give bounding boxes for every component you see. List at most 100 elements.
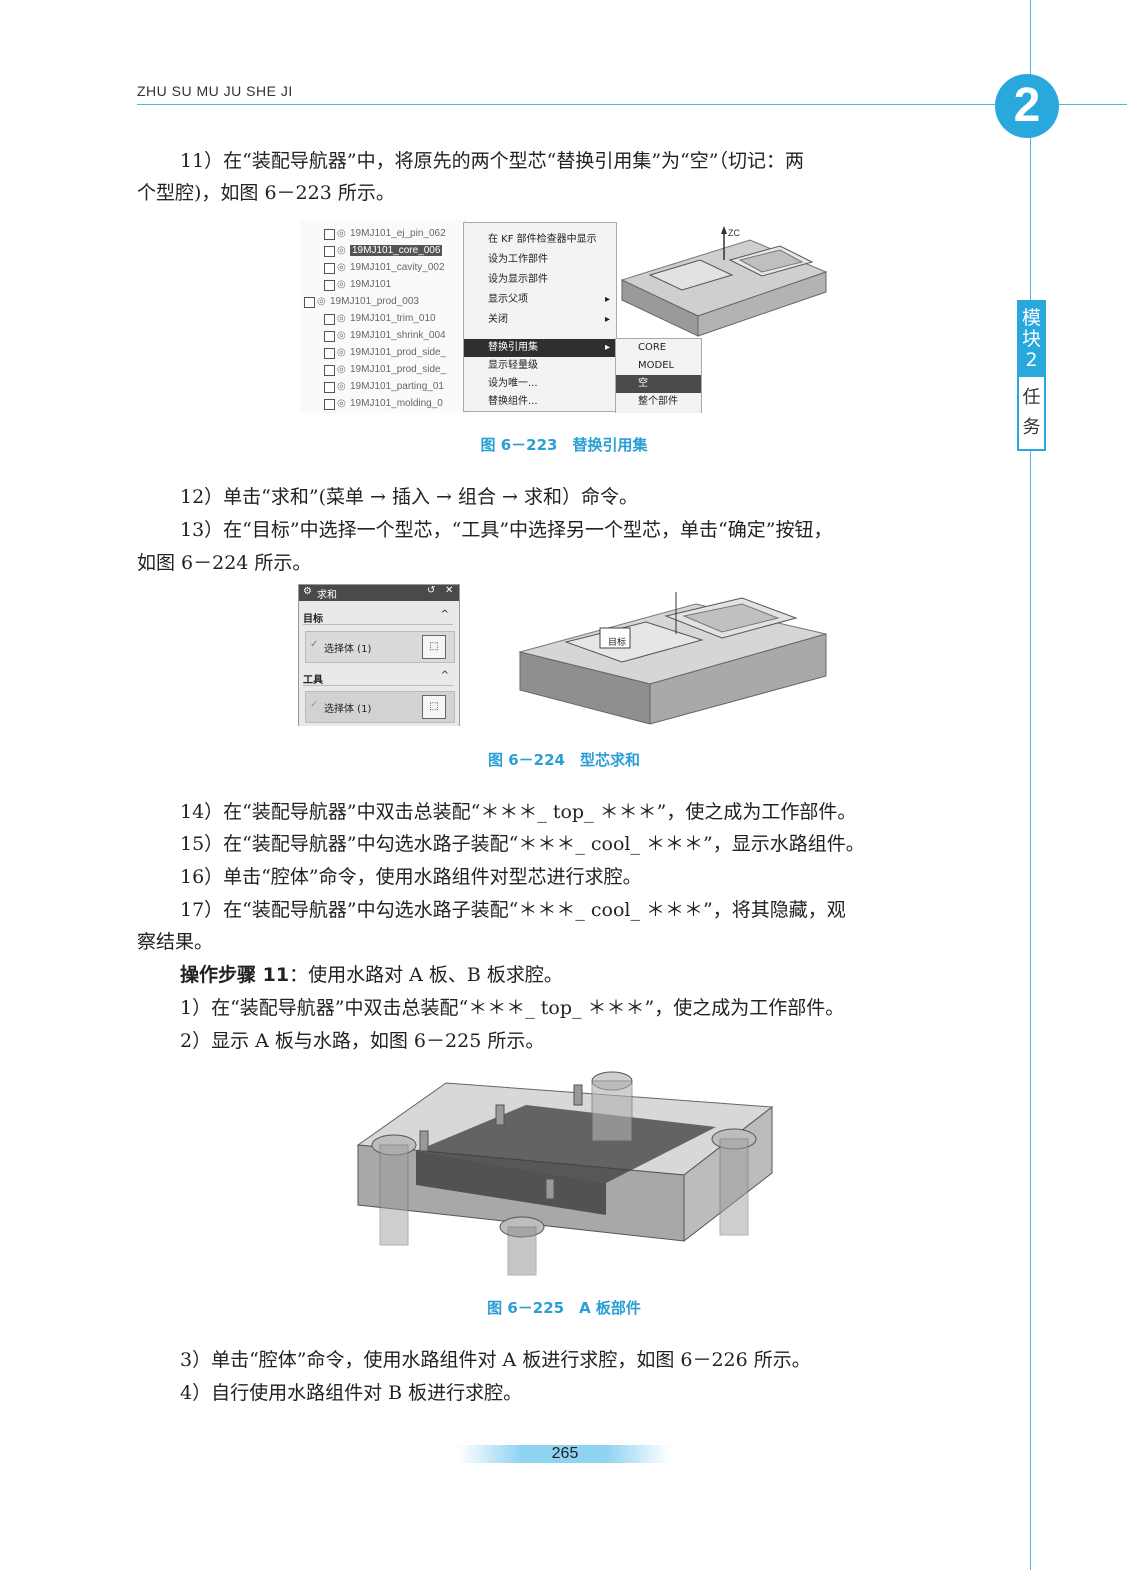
cube-icon[interactable]: ⬚ <box>422 635 446 659</box>
header-rule <box>137 104 1127 105</box>
zc-axis-label: ZC <box>728 228 740 238</box>
chevron-right-icon: ▸ <box>604 294 610 305</box>
checkbox-icon[interactable] <box>324 365 335 376</box>
close-icon[interactable]: ✕ <box>445 585 454 596</box>
tool-select-body: 选择体 (1) <box>324 704 372 715</box>
checkbox-icon[interactable] <box>324 331 335 342</box>
tree-row-label: 19MJ101_prod_side_ <box>350 347 447 358</box>
context-menu-item[interactable]: 替换组件... <box>464 393 616 411</box>
dialog-title: 求和 <box>317 590 337 601</box>
part-icon: ◎ <box>337 364 346 375</box>
checkbox-icon[interactable] <box>324 382 335 393</box>
context-menu: 在 KF 部件检查器中显示设为工作部件设为显示部件显示父项▸ 关闭▸ 替换引用集 ▸ 显… <box>463 222 617 412</box>
side-tab-module: 模块2 <box>1019 302 1044 377</box>
checkbox-icon[interactable] <box>304 297 315 308</box>
margin-rule <box>1030 0 1031 1570</box>
para-11-line2: 个型腔)，如图 6－223 所示。 <box>137 182 395 204</box>
checkbox-icon[interactable] <box>324 348 335 359</box>
side-tab-task: 任务 <box>1022 387 1041 438</box>
menu-item-label: 显示轻量级 <box>488 360 538 371</box>
part-icon: ◎ <box>337 279 346 290</box>
part-icon: ◎ <box>337 228 346 239</box>
step-11: 操作步骤 11：使用水路对 A 板、B 板求腔。 <box>180 960 563 990</box>
context-menu-item[interactable]: 设为显示部件 <box>464 271 616 289</box>
running-title: ZHU SU MU JU SHE JI <box>137 83 293 99</box>
tree-row-label: 19MJ101 <box>350 279 392 290</box>
menu-item-label: 设为唯一... <box>488 378 538 389</box>
menu-item-label: 设为显示部件 <box>488 274 548 285</box>
step-3: 3）单击“腔体”命令，使用水路组件对 A 板进行求腔，如图 6－226 所示。 <box>180 1349 811 1371</box>
tree-row-label: 19MJ101_molding_0 <box>350 398 443 409</box>
part-icon: ◎ <box>337 347 346 358</box>
target-tag: 目标 <box>608 638 627 648</box>
para-17-line1: 17）在“装配导航器”中勾选水路子装配“＊＊＊_ cool_ ＊＊＊”，将其隐藏… <box>180 899 846 921</box>
caption-6-225: 图 6－225 A 板部件 <box>487 1299 641 1317</box>
part-icon: ◎ <box>337 330 346 341</box>
step-11-text: ：使用水路对 A 板、B 板求腔。 <box>289 964 563 986</box>
part-icon: ◎ <box>337 398 346 409</box>
chevron-right-icon: ▸ <box>604 342 610 353</box>
gear-icon: ⚙ <box>303 586 312 597</box>
tool-select-row[interactable]: ✓ 选择体 (1) ⬚ <box>305 691 455 723</box>
para-17-line2: 察结果。 <box>137 931 214 953</box>
tree-row-label: 19MJ101_prod_003 <box>330 296 419 307</box>
context-menu-item[interactable]: 关闭▸ <box>464 311 616 329</box>
check-icon: ✓ <box>310 639 319 650</box>
part-icon: ◎ <box>317 296 326 307</box>
para-13-line2: 如图 6－224 所示。 <box>137 552 312 574</box>
tool-section-header[interactable]: 工具 ^ <box>303 670 453 686</box>
dialog-titlebar: ⚙ 求和 ↺ ✕ <box>299 585 459 601</box>
checkbox-icon[interactable] <box>324 280 335 291</box>
chevron-right-icon: ▸ <box>604 314 610 325</box>
reset-icon[interactable]: ↺ <box>427 585 436 596</box>
cube-icon[interactable]: ⬚ <box>422 695 446 719</box>
chapter-badge: 2 <box>995 74 1059 138</box>
context-menu-item[interactable]: 设为唯一... <box>464 375 616 393</box>
submenu-item[interactable]: MODEL <box>616 357 701 375</box>
menu-item-label: 替换引用集 <box>488 342 538 353</box>
part-icon: ◎ <box>337 262 346 273</box>
context-menu-item[interactable]: 显示轻量级 <box>464 357 616 375</box>
part-icon: ◎ <box>337 381 346 392</box>
tree-row-label: 19MJ101_core_006 <box>350 245 443 256</box>
checkbox-icon[interactable] <box>324 314 335 325</box>
context-menu-item[interactable]: 显示父项▸ <box>464 291 616 309</box>
para-16: 16）单击“腔体”命令，使用水路组件对型芯进行求腔。 <box>180 866 642 888</box>
submenu-item[interactable]: CORE <box>616 339 701 357</box>
checkbox-icon[interactable] <box>324 263 335 274</box>
target-section-header[interactable]: 目标 ^ <box>303 609 453 625</box>
para-11-line1: 11）在“装配导航器”中，将原先的两个型芯“替换引用集”为“空”（切记：两 <box>180 150 804 172</box>
menu-item-label: 设为工作部件 <box>488 254 548 265</box>
page-number: 265 <box>551 1445 579 1462</box>
context-menu-item[interactable]: 设为工作部件 <box>464 251 616 269</box>
check-icon: ✓ <box>310 699 319 710</box>
figure-6-224: ⚙ 求和 ↺ ✕ 目标 ^ ✓ 选择体 (1) ⬚ 工具 ^ ✓ 选择体 (1)… <box>298 584 828 726</box>
tree-row-label: 19MJ101_ej_pin_062 <box>350 228 446 239</box>
core-unite-render <box>518 592 827 725</box>
step-1: 1）在“装配导航器”中双击总装配“＊＊＊_ top_ ＊＊＊”，使之成为工作部件… <box>180 997 845 1019</box>
checkbox-icon[interactable] <box>324 246 335 257</box>
submenu-item[interactable]: 空 <box>616 375 701 393</box>
step-11-label: 操作步骤 11 <box>180 964 290 986</box>
para-14: 14）在“装配导航器”中双击总装配“＊＊＊_ top_ ＊＊＊”，使之成为工作部… <box>180 801 857 823</box>
checkbox-icon[interactable] <box>324 399 335 410</box>
menu-item-label: 在 KF 部件检查器中显示 <box>488 234 597 245</box>
tree-row-label: 19MJ101_shrink_004 <box>350 330 446 341</box>
submenu-item-label: 整个部件 <box>638 396 678 407</box>
submenu-item[interactable]: 整个部件 <box>616 393 701 411</box>
context-menu-item[interactable]: 替换引用集 ▸ <box>464 339 616 357</box>
chevron-up-icon: ^ <box>440 670 449 681</box>
context-menu-item[interactable]: 在 KF 部件检查器中显示 <box>464 231 616 249</box>
submenu-item-label: CORE <box>638 342 667 353</box>
part-icon: ◎ <box>337 245 346 256</box>
assembly-tree: ◎ 19MJ101_ej_pin_062 ◎ 19MJ101_core_006 ◎ 19M… <box>300 220 466 413</box>
target-select-row[interactable]: ✓ 选择体 (1) ⬚ <box>305 631 455 663</box>
footer-ornament <box>458 1445 670 1463</box>
submenu-item-label: MODEL <box>638 360 675 371</box>
target-select-body: 选择体 (1) <box>324 644 372 655</box>
para-15: 15）在“装配导航器”中勾选水路子装配“＊＊＊_ cool_ ＊＊＊”，显示水路… <box>180 833 865 855</box>
checkbox-icon[interactable] <box>324 229 335 240</box>
figure-6-223: ◎ 19MJ101_ej_pin_062 ◎ 19MJ101_core_006 ◎ 19M… <box>300 220 828 413</box>
step-2: 2）显示 A 板与水路，如图 6－225 所示。 <box>180 1030 545 1052</box>
figure-6-225 <box>356 1071 774 1276</box>
